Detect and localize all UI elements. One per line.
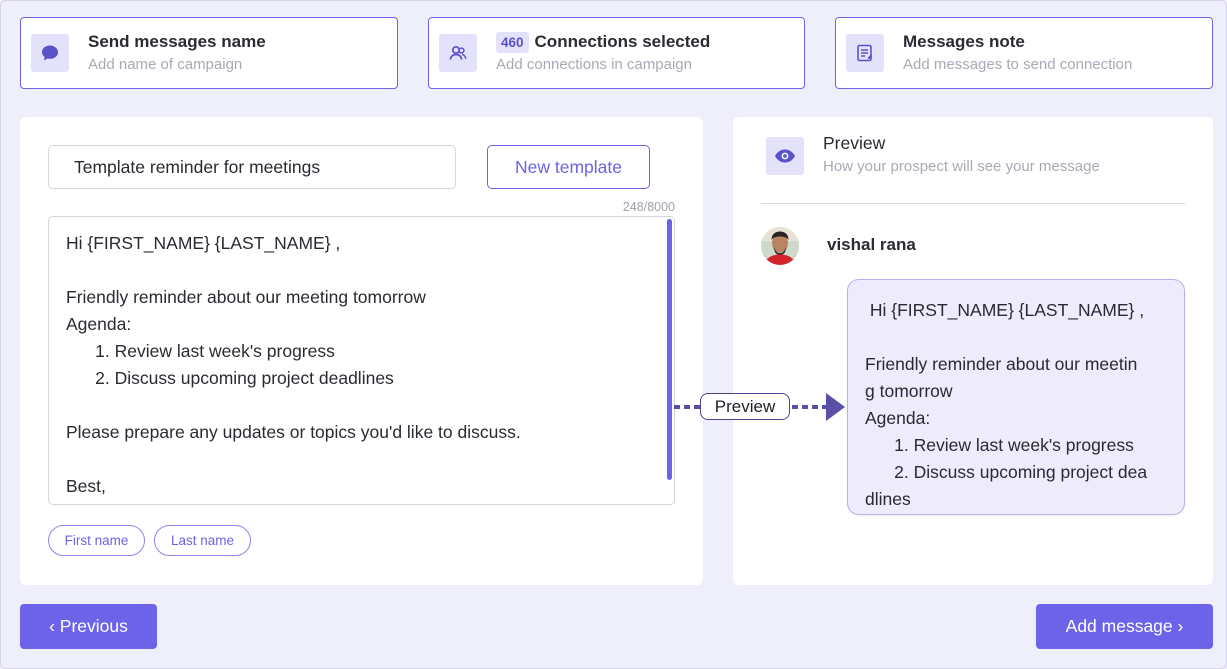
add-message-button[interactable]: Add message › bbox=[1036, 604, 1213, 649]
character-counter: 248/8000 bbox=[622, 200, 675, 214]
note-icon bbox=[846, 34, 884, 72]
step-title: Messages note bbox=[903, 32, 1025, 51]
step-subtitle: Add messages to send connection bbox=[903, 56, 1133, 73]
step-title: Connections selected bbox=[534, 32, 711, 51]
message-editor[interactable]: Hi {FIRST_NAME} {LAST_NAME} , Friendly r… bbox=[48, 216, 675, 505]
preview-connector-label: Preview bbox=[700, 393, 790, 420]
preview-divider bbox=[761, 203, 1185, 204]
preview-title: Preview bbox=[823, 133, 886, 153]
new-template-button[interactable]: New template bbox=[487, 145, 650, 189]
previous-button[interactable]: ‹ Previous bbox=[20, 604, 157, 649]
first-name-chip[interactable]: First name bbox=[48, 525, 145, 556]
editor-panel: New template 248/8000 Hi {FIRST_NAME} {L… bbox=[20, 117, 703, 585]
preview-panel: Preview How your prospect will see your … bbox=[733, 117, 1213, 585]
recipient-name: vishal rana bbox=[827, 235, 916, 254]
editor-scrollbar[interactable] bbox=[667, 219, 672, 480]
preview-connector-arrow bbox=[674, 393, 845, 421]
preview-body-text: Hi {FIRST_NAME} {LAST_NAME} , Friendly r… bbox=[865, 300, 1148, 509]
eye-icon bbox=[766, 137, 804, 175]
connections-count-badge: 460 bbox=[496, 31, 529, 53]
users-icon bbox=[439, 34, 477, 72]
step-send-messages-name[interactable]: Send messages name Add name of campaign bbox=[20, 17, 398, 89]
step-title: Send messages name bbox=[88, 32, 266, 51]
avatar bbox=[761, 227, 799, 265]
chat-bubble-icon bbox=[31, 34, 69, 72]
last-name-chip[interactable]: Last name bbox=[154, 525, 251, 556]
step-messages-note[interactable]: Messages note Add messages to send conne… bbox=[835, 17, 1213, 89]
step-connections-selected[interactable]: 460 Connections selected Add connections … bbox=[428, 17, 805, 89]
preview-subtitle: How your prospect will see your message bbox=[823, 158, 1100, 175]
template-name-input[interactable] bbox=[48, 145, 456, 189]
message-body-text[interactable]: Hi {FIRST_NAME} {LAST_NAME} , Friendly r… bbox=[66, 233, 521, 504]
step-subtitle: Add connections in campaign bbox=[496, 56, 692, 73]
message-preview-bubble: Hi {FIRST_NAME} {LAST_NAME} , Friendly r… bbox=[847, 279, 1185, 515]
step-subtitle: Add name of campaign bbox=[88, 56, 243, 73]
